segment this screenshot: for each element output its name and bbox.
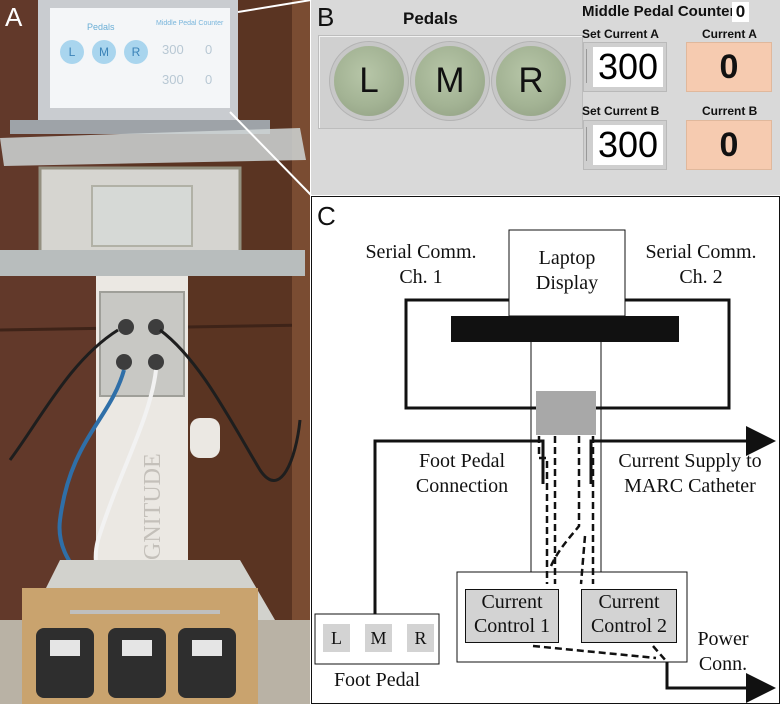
laptop-pedal-m: M: [92, 40, 116, 64]
diagram-lines: [311, 196, 780, 704]
set-current-a-stepper[interactable]: [586, 49, 592, 83]
current-control-1-line-1: Current: [481, 591, 543, 613]
laptop-pedal-l: L: [60, 40, 84, 64]
set-current-a-label: Set Current A: [582, 27, 659, 41]
set-current-b-input[interactable]: 300: [593, 125, 663, 165]
middle-pedal-counter-label: Middle Pedal Counter: [582, 3, 736, 20]
set-current-b-stepper[interactable]: [586, 127, 592, 161]
panel-a-letter: A: [5, 2, 23, 32]
panel-b-gui: B Pedals L M R Middle Pedal Counter 0 Se…: [311, 0, 780, 195]
current-a-indicator: 0: [686, 42, 772, 92]
set-current-a-control: 300: [583, 42, 667, 92]
pedal-button-l[interactable]: L: [334, 46, 404, 116]
pedal-button-m[interactable]: M: [415, 46, 485, 116]
pedal-button-r[interactable]: R: [496, 46, 566, 116]
serial-ch1-line-2: Ch. 1: [399, 266, 443, 288]
serial-ch1-label: Serial Comm. Ch. 1: [351, 240, 491, 290]
current-control-2-box: Current Control 2: [581, 589, 677, 643]
current-b-indicator: 0: [686, 120, 772, 170]
current-supply-line-2: MARC Catheter: [624, 475, 756, 497]
middle-pedal-counter-value: 0: [732, 2, 749, 22]
power-conn-line-1: Power: [697, 628, 749, 650]
laptop-pedals-title: Pedals: [87, 22, 115, 32]
foot-pedal-connection-line-1: Foot Pedal: [418, 450, 506, 472]
laptop-display-label: Laptop Display: [509, 246, 625, 296]
serial-ch1-line-1: Serial Comm.: [365, 241, 477, 263]
foot-pedal-key-m: M: [365, 624, 392, 652]
laptop-display-line-2: Display: [535, 272, 599, 294]
laptop-pedal-r: R: [124, 40, 148, 64]
laptop-cur-a: 0: [205, 42, 213, 57]
set-current-a-input[interactable]: 300: [593, 47, 663, 87]
current-a-label: Current A: [702, 27, 757, 41]
current-control-2-line-1: Current: [598, 591, 660, 613]
power-conn-label: Power Conn.: [683, 627, 763, 677]
laptop-cur-b: 0: [205, 72, 213, 87]
foot-pedal-label: Foot Pedal: [333, 669, 421, 691]
pedals-title: Pedals: [403, 9, 458, 28]
panel-a-photo: Pedals Middle Pedal Counter L M R 300 0 …: [0, 0, 310, 704]
serial-ch2-label: Serial Comm. Ch. 2: [631, 240, 771, 290]
laptop-counter-title: Middle Pedal Counter: [156, 20, 224, 27]
serial-ch2-line-1: Serial Comm.: [645, 241, 757, 263]
panel-c-letter: C: [317, 201, 336, 231]
laptop-set-a: 300: [162, 42, 184, 57]
current-control-2-line-2: Control 2: [590, 615, 668, 637]
current-b-label: Current B: [702, 104, 758, 118]
pedal-button-group: L M R: [318, 35, 583, 129]
power-conn-line-2: Conn.: [698, 653, 748, 675]
panel-b-letter: B: [317, 2, 335, 32]
foot-pedal-key-r: R: [407, 624, 434, 652]
current-supply-line-1: Current Supply to: [618, 450, 762, 472]
current-supply-label: Current Supply to MARC Catheter: [605, 449, 775, 499]
foot-pedal-key-l: L: [323, 624, 350, 652]
laptop-set-b: 300: [162, 72, 184, 87]
laptop-display-line-1: Laptop: [538, 247, 596, 269]
foot-pedal-connection-label: Foot Pedal Connection: [397, 449, 527, 499]
foot-pedal-connection-line-2: Connection: [415, 475, 509, 497]
current-control-1-box: Current Control 1: [465, 589, 559, 643]
current-control-1-line-2: Control 1: [473, 615, 551, 637]
panel-c-diagram: C Laptop Display Serial Comm. Ch. 1 Seri…: [311, 196, 780, 704]
set-current-b-control: 300: [583, 120, 667, 170]
serial-ch2-line-2: Ch. 2: [679, 266, 723, 288]
set-current-b-label: Set Current B: [582, 104, 660, 118]
